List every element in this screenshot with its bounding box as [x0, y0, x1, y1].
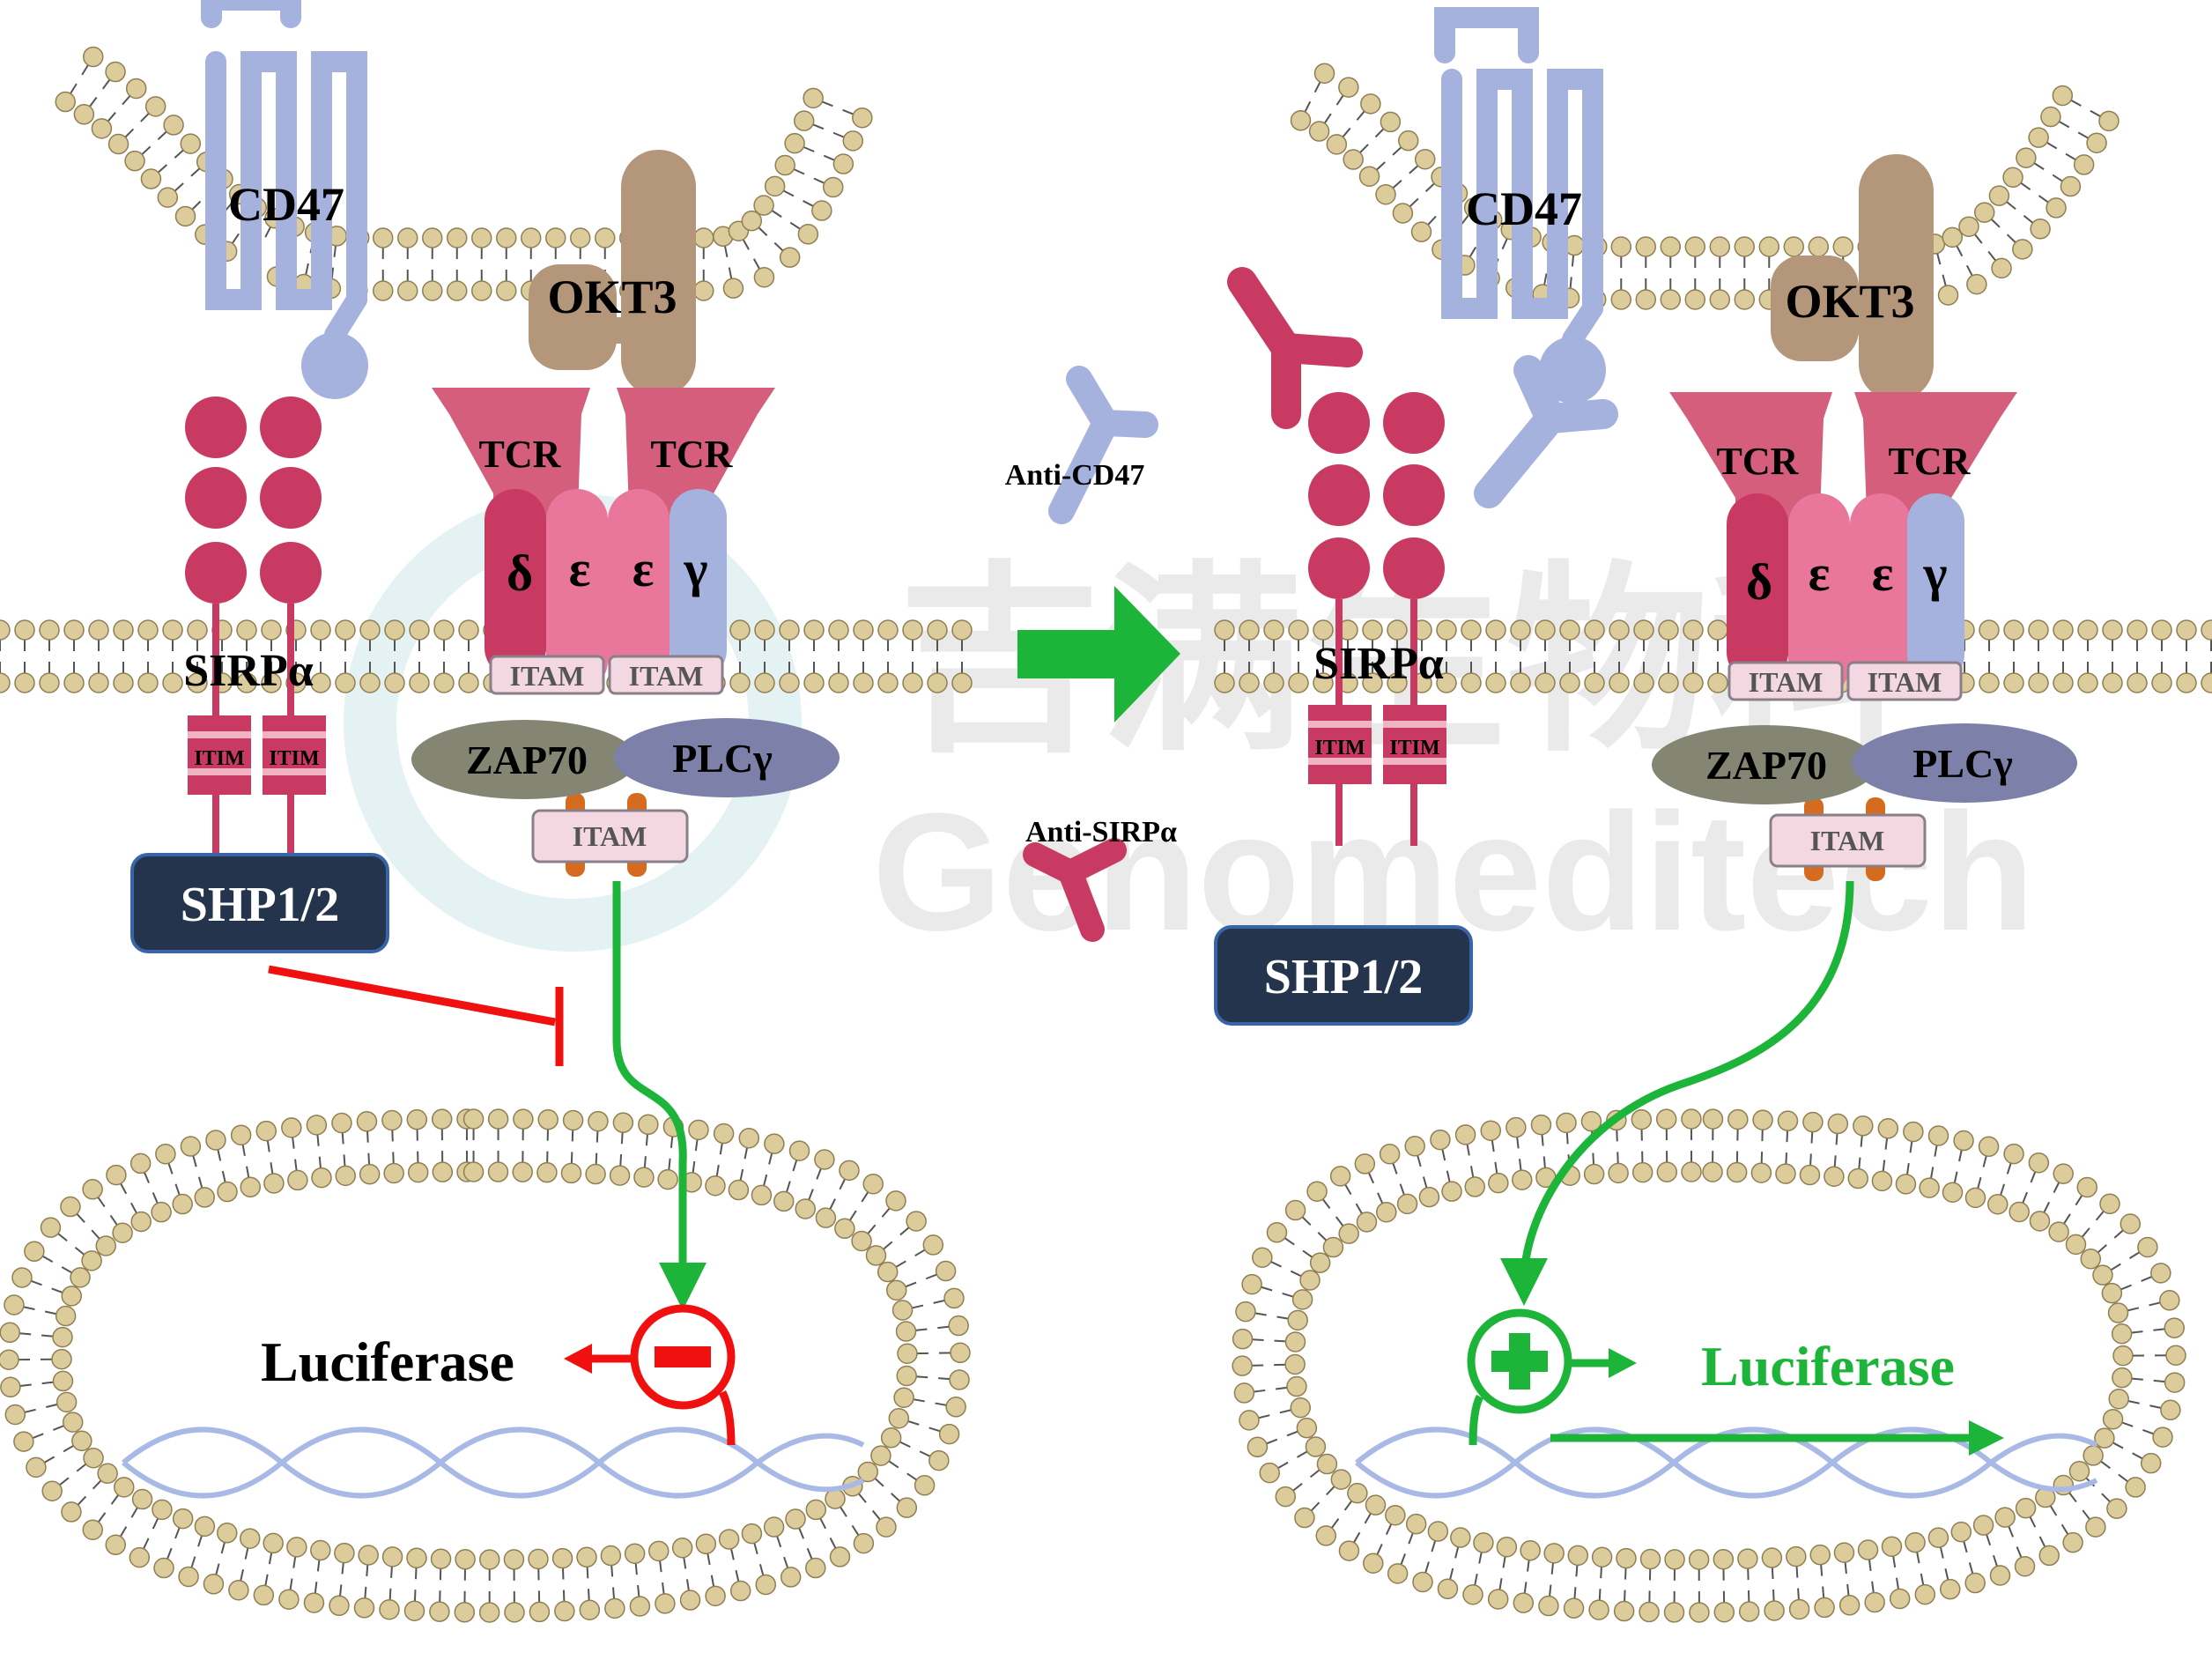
itam-box-2	[608, 655, 724, 695]
shp-box	[130, 853, 389, 953]
epsilon-label-2: ε	[633, 540, 655, 597]
plcg-label-right: PLCγ	[1912, 741, 2013, 786]
activation-arrow-left	[612, 881, 707, 1310]
delta-label-right: δ	[1746, 553, 1772, 611]
sirpa-label: SIRPα	[183, 646, 314, 696]
anti-sirpa-bound	[1227, 267, 1363, 429]
activation-arrow-right	[1500, 880, 1854, 1306]
itim-label-1-right: ITIM	[1314, 737, 1365, 760]
epsilon-label-2-right: ε	[1872, 545, 1894, 602]
okt3-label-right: OKT3	[1785, 275, 1914, 328]
delta-label: δ	[507, 545, 533, 602]
cd3-epsilon-1	[546, 489, 608, 692]
zap70	[411, 720, 637, 799]
anti-sirpa-label: Anti-SIRPα	[1025, 816, 1177, 849]
itam-label-1: ITAM	[510, 660, 585, 692]
okt3-antibody	[529, 150, 696, 396]
itam-label-lower: ITAM	[573, 820, 647, 852]
cd47-receptor-right	[1434, 7, 1603, 350]
zap70-right	[1652, 725, 1877, 804]
luciferase-right: Luciferase	[1701, 1335, 1955, 1397]
membrane-top-left	[55, 46, 873, 301]
zap70-label: ZAP70	[466, 737, 588, 782]
okt3-label: OKT3	[547, 270, 677, 323]
itam-box-lower	[531, 809, 689, 863]
shp-label-right: SHP1/2	[1264, 950, 1423, 1004]
okt3-antibody-right	[1771, 154, 1934, 401]
cd47-label-right: CD47	[1466, 182, 1582, 235]
dna-right	[1355, 1427, 2098, 1499]
cd3-epsilon-2	[608, 489, 670, 692]
luciferase-left: Luciferase	[261, 1330, 514, 1393]
anti-cd47-label: Anti-CD47	[1005, 459, 1145, 492]
zap70-label-right: ZAP70	[1705, 743, 1827, 788]
itim-label-1: ITIM	[194, 747, 244, 770]
left-panel: CD47 OKT3 TCR TCR δ ε ε γ ITAM ITAM ZAP7…	[130, 0, 840, 1446]
cd47-domain	[301, 332, 368, 399]
cd3-epsilon-1-right	[1788, 493, 1850, 696]
repressed-promoter	[564, 1304, 736, 1446]
nucleus-right	[1232, 1108, 2186, 1623]
cd3-gamma	[670, 489, 727, 678]
cd47-domain-right	[1539, 337, 1606, 404]
sirpa-receptor-right	[1308, 392, 1446, 846]
itim-label-2-right: ITIM	[1389, 737, 1439, 760]
shp-box-right	[1214, 925, 1473, 1026]
cd3-gamma-right	[1907, 493, 1964, 683]
cd3-epsilon-2-right	[1850, 493, 1912, 696]
plcg-label: PLCγ	[672, 736, 773, 781]
membrane-top-right	[1290, 63, 2120, 310]
itam-label-2: ITAM	[629, 660, 704, 692]
cd3-delta	[485, 489, 546, 678]
epsilon-label-1: ε	[569, 540, 591, 597]
cd47-receptor	[201, 0, 367, 345]
itam-box-1-right	[1727, 661, 1844, 701]
inhibition-arrow	[268, 965, 564, 1066]
anti-cd47-antibody	[1048, 366, 1158, 524]
dna-left	[122, 1427, 865, 1499]
tcr-label-left: TCR	[479, 433, 562, 476]
cd47-label: CD47	[228, 178, 344, 231]
gamma-label: γ	[683, 540, 707, 597]
main-arrow	[1017, 586, 1180, 723]
itam-label-2-right: ITAM	[1868, 666, 1942, 698]
gamma-label-right: γ	[1922, 545, 1947, 602]
tcr-label-left-right: TCR	[1717, 440, 1800, 483]
cd3-delta-right	[1727, 493, 1788, 683]
plcg	[614, 718, 840, 797]
nucleus-left	[0, 1108, 971, 1623]
middle: Anti-CD47 Anti-SIRPα	[1005, 366, 1180, 942]
itam-box-2-right	[1846, 661, 1963, 701]
epsilon-label-1-right: ε	[1809, 545, 1831, 602]
tcr-label-right-right: TCR	[1889, 440, 1972, 483]
anti-cd47-bound	[1474, 355, 1618, 508]
sirpa-label-right: SIRPα	[1313, 639, 1444, 689]
plcg-right	[1852, 723, 2077, 803]
shp-label: SHP1/2	[181, 878, 339, 932]
itim-label-2: ITIM	[269, 747, 319, 770]
anti-sirpa-antibody	[1023, 838, 1127, 942]
active-promoter	[1467, 1308, 2004, 1456]
itam-box-1	[489, 655, 605, 695]
itam-label-lower-right: ITAM	[1810, 825, 1885, 856]
sirpa-receptor	[185, 396, 326, 859]
tcr-label-right: TCR	[651, 433, 734, 476]
itam-box-lower-right	[1769, 813, 1927, 868]
itam-label-1-right: ITAM	[1749, 666, 1824, 698]
right-panel: CD47 OKT3 TCR TCR δ ε ε γ ITAM ITAM ZAP7…	[1214, 7, 2077, 1456]
